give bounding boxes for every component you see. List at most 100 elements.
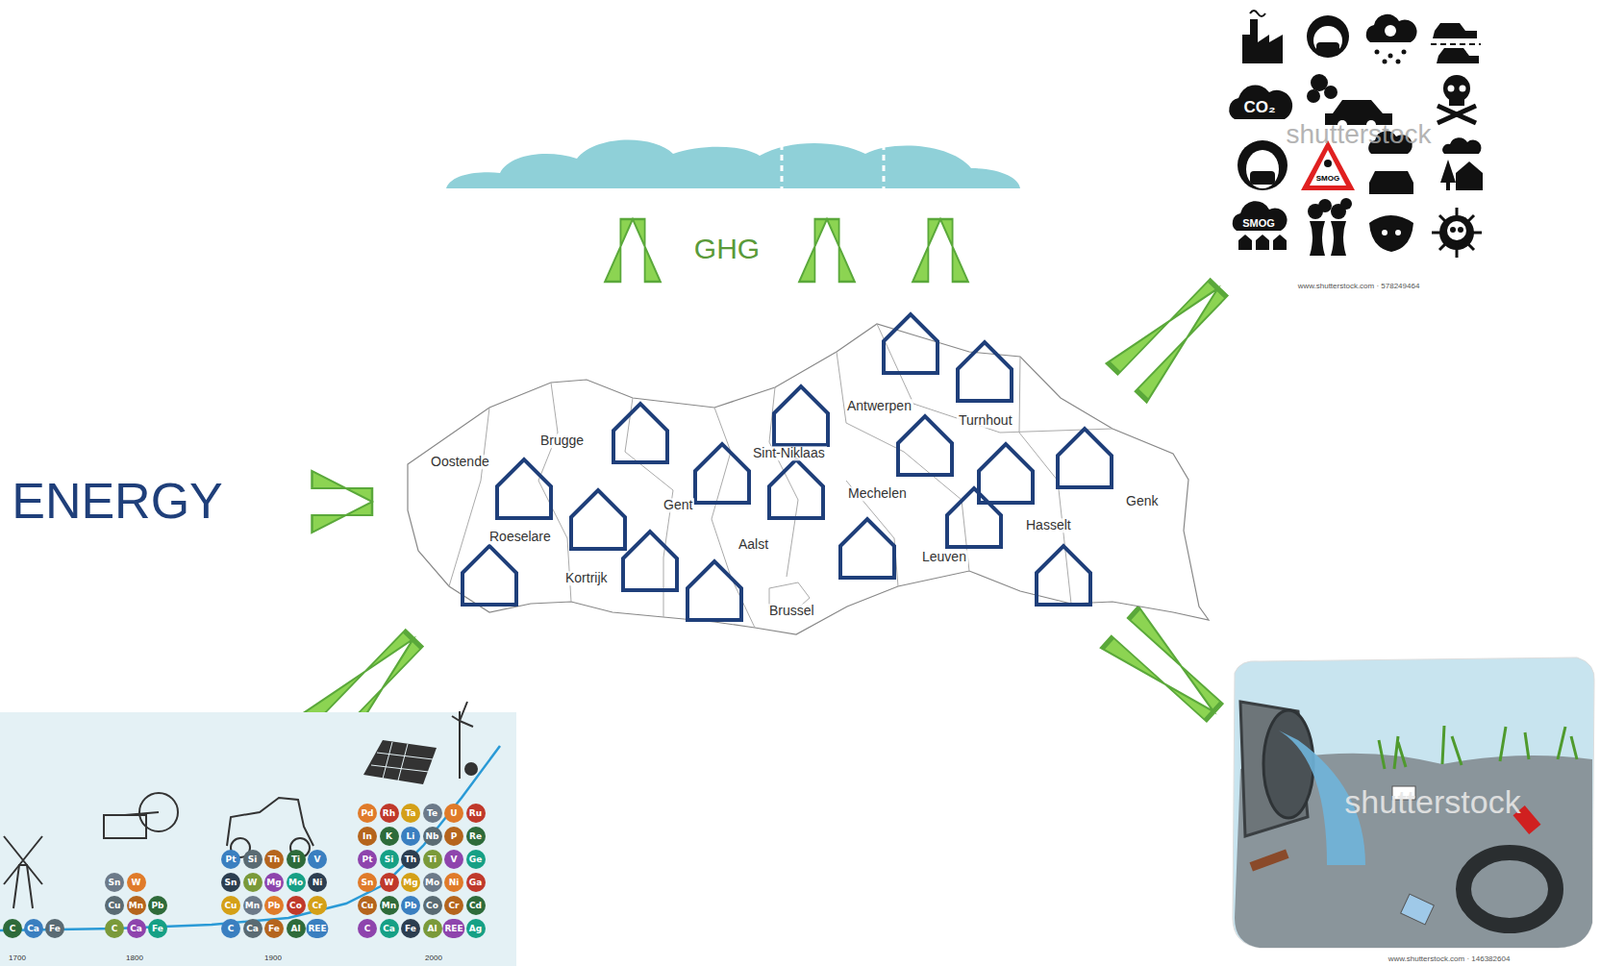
element-symbol: Li bbox=[400, 826, 421, 847]
element-symbol: Te bbox=[423, 803, 443, 824]
water-pollution-picture-part bbox=[1378, 725, 1577, 770]
element-symbol: Mn bbox=[243, 896, 263, 916]
pollution-icons-part bbox=[1306, 89, 1321, 103]
ghg-label: GHG bbox=[694, 232, 760, 265]
region-map-part-part bbox=[711, 407, 755, 628]
element-symbol: Fe bbox=[264, 919, 284, 939]
ghg-cloud-part bbox=[882, 144, 886, 198]
element-symbol: Mn bbox=[126, 896, 147, 916]
element-symbol: Cr bbox=[444, 896, 464, 916]
flow-arrow bbox=[302, 219, 1238, 752]
city-name: Kortrijk bbox=[563, 571, 610, 586]
year-label: 1800 bbox=[125, 954, 144, 964]
flow-arrow-part bbox=[912, 219, 969, 282]
element-symbol: Ca bbox=[243, 919, 263, 939]
year-label: 1700 bbox=[8, 954, 26, 964]
title-word: ENERGY bbox=[11, 474, 224, 529]
materials-timeline-part bbox=[3, 701, 477, 909]
pollution-icons-part-part bbox=[1439, 215, 1475, 250]
water-pollution-picture-part bbox=[1463, 852, 1556, 926]
element-symbol: V bbox=[307, 850, 327, 870]
house-icon-part bbox=[898, 416, 952, 475]
element-symbol: Mn bbox=[379, 896, 400, 916]
pollution-icons-part bbox=[1442, 137, 1481, 154]
house-icon-part bbox=[571, 490, 625, 550]
materials-timeline bbox=[0, 701, 517, 966]
pollution-icons-part bbox=[1437, 105, 1476, 124]
element-symbol: Pt bbox=[221, 850, 241, 870]
element-symbol: Ta bbox=[400, 803, 421, 824]
house-icon-part bbox=[957, 342, 1012, 401]
pollution-icons-part bbox=[1246, 150, 1279, 189]
element-symbol: Re bbox=[466, 826, 486, 847]
house-icon-part bbox=[947, 488, 1001, 548]
materials-timeline-part-part bbox=[3, 836, 43, 885]
pollution-icons-part bbox=[1313, 25, 1343, 55]
house-icon-part bbox=[462, 546, 517, 605]
element-symbol: REE bbox=[442, 919, 465, 939]
city-name: Aalst bbox=[736, 537, 771, 552]
pollution-icons-part bbox=[1448, 85, 1455, 93]
water-pollution-picture-part bbox=[1249, 849, 1289, 872]
element-symbol: Co bbox=[423, 896, 443, 916]
element-symbol: Si bbox=[379, 850, 400, 870]
element-symbol: REE bbox=[305, 919, 328, 939]
city-name: Hasselt bbox=[1024, 518, 1074, 533]
pollution-icons-part bbox=[1382, 59, 1388, 65]
pollution-icons-part bbox=[1232, 200, 1288, 231]
house-icon-part bbox=[497, 459, 551, 519]
materials-timeline-part-part bbox=[398, 744, 408, 781]
element-symbol: W bbox=[379, 873, 400, 893]
pollution-icons bbox=[1228, 10, 1483, 258]
element-symbol: W bbox=[126, 873, 147, 893]
element-symbol: C bbox=[2, 919, 23, 939]
element-symbol: Cu bbox=[221, 896, 241, 916]
flow-arrow-part bbox=[1101, 607, 1232, 733]
element-symbol: C bbox=[221, 919, 241, 939]
pollution-icons-part bbox=[1309, 221, 1325, 256]
house-icon-part bbox=[978, 444, 1033, 503]
pollution-icons-part bbox=[1369, 171, 1414, 195]
pollution-icons-part bbox=[1447, 221, 1467, 241]
house-icon-part bbox=[613, 403, 668, 463]
region-map-part bbox=[407, 324, 1209, 635]
element-symbol: Pb bbox=[148, 896, 168, 916]
pollution-icons-part bbox=[1324, 159, 1332, 168]
pollution-icons-part bbox=[1430, 43, 1481, 46]
materials-timeline-part bbox=[363, 740, 437, 785]
city-name: Brussel bbox=[767, 603, 817, 619]
element-symbol: Ti bbox=[286, 850, 306, 870]
pollution-icons-part bbox=[1318, 199, 1332, 213]
icon-text: CO₂ bbox=[1243, 99, 1275, 118]
materials-timeline-part-part bbox=[465, 763, 477, 775]
ghg-cloud-part bbox=[446, 140, 1021, 189]
element-symbol: Ni bbox=[307, 873, 327, 893]
materials-timeline-part bbox=[371, 742, 433, 781]
pollution-icons-part bbox=[1401, 50, 1407, 55]
pollution-icons-part bbox=[1431, 207, 1482, 258]
pollution-icons-part bbox=[1440, 159, 1456, 183]
element-symbol: Mg bbox=[264, 873, 284, 893]
pollution-icons-part bbox=[1316, 42, 1340, 56]
element-symbol: Al bbox=[423, 919, 443, 939]
pollution-icons-part bbox=[1375, 50, 1380, 55]
flow-arrow-part bbox=[604, 219, 661, 282]
icon-text: SMOG bbox=[1316, 175, 1340, 184]
house-icon-part bbox=[1036, 546, 1091, 605]
element-symbol: Th bbox=[264, 850, 284, 870]
materials-timeline-part-part bbox=[125, 812, 159, 816]
region-map-part-part bbox=[876, 324, 1113, 433]
pollution-icons-part bbox=[1388, 53, 1394, 59]
materials-timeline-part-part bbox=[13, 865, 33, 909]
materials-timeline-part-part bbox=[451, 701, 474, 727]
pollution-icons-part bbox=[1436, 48, 1479, 64]
element-symbol: Cu bbox=[357, 896, 377, 916]
ghg-cloud bbox=[446, 140, 1021, 198]
element-symbol: Pt bbox=[357, 850, 377, 870]
element-symbol: Sn bbox=[104, 873, 125, 893]
year-label: 1900 bbox=[264, 954, 282, 964]
city-name: Gent bbox=[661, 498, 695, 513]
element-symbol: Ag bbox=[466, 919, 486, 939]
city-name: Oostende bbox=[428, 454, 492, 470]
element-symbol: Co bbox=[286, 896, 306, 916]
